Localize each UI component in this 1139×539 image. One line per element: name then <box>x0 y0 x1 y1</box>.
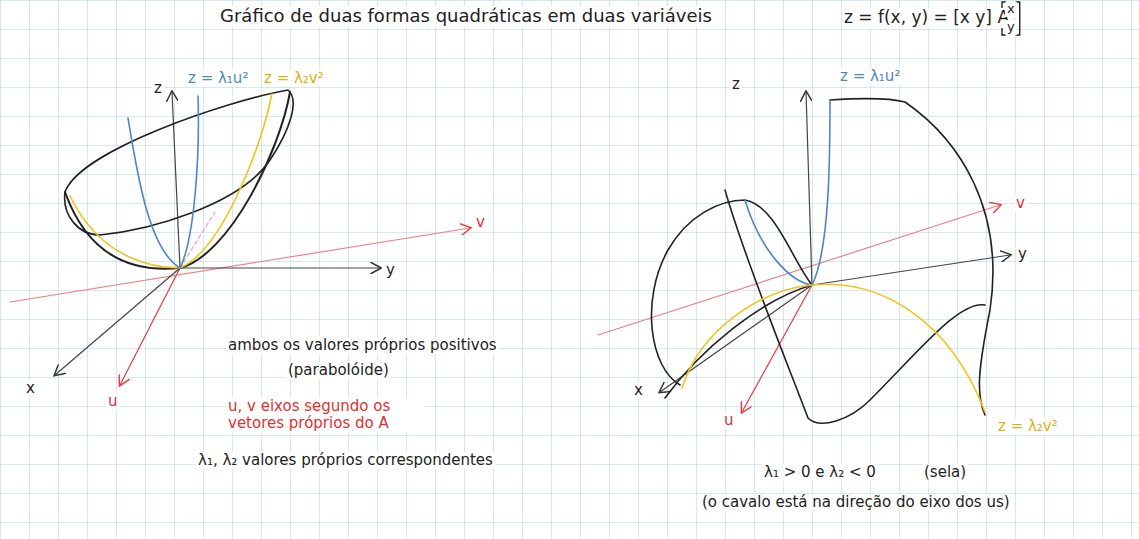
curve-label: z = λ₂v² <box>996 418 1060 435</box>
title: Gráfico de duas formas quadráticas em du… <box>218 6 714 27</box>
curve-label: z = λ₁u² <box>838 68 902 85</box>
axis-label: z <box>152 80 164 97</box>
curve-label: z = λ₂v² <box>262 70 326 87</box>
vector-entry: y <box>1005 20 1017 35</box>
axis-label: x <box>24 380 37 397</box>
axis-label: z <box>730 76 742 93</box>
note: λ₁ > 0 e λ₂ < 0 <box>762 464 878 481</box>
axis-label: y <box>384 262 397 279</box>
axis-label: u <box>722 412 736 429</box>
note: (parabolóide) <box>286 362 391 379</box>
vector-entry: x <box>1005 2 1017 17</box>
axis-label: x <box>632 382 645 399</box>
note: λ₁, λ₂ valores próprios correspondentes <box>196 452 495 469</box>
axis-label: u <box>106 393 120 410</box>
axis-label: y <box>1016 246 1029 263</box>
note: u, v eixos segundo os vetores próprios d… <box>226 398 425 433</box>
note: (sela) <box>922 464 968 481</box>
axis-label: v <box>474 214 487 231</box>
saddle-figure <box>598 92 1010 423</box>
note: (o cavalo está na direção do eixo dos us… <box>700 494 1012 511</box>
formula: z = f(x, y) = [x y] A <box>842 8 1011 28</box>
axis-label: v <box>1014 195 1027 212</box>
note: ambos os valores próprios positivos <box>226 337 499 354</box>
curve-label: z = λ₁u² <box>186 70 250 87</box>
